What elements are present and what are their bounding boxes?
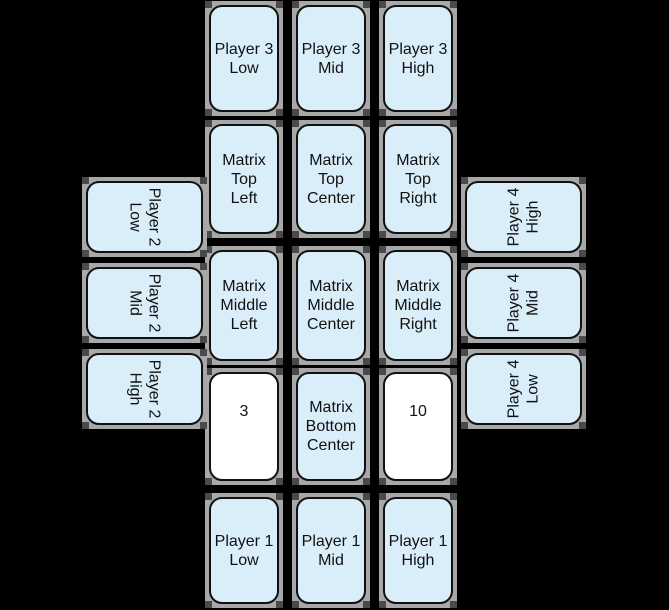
slot-player3-low: Player 3 Low (205, 1, 283, 116)
slot-matrix-top-left: Matrix Top Left (205, 120, 283, 238)
matrix-cell-label: Matrix Bottom Center (305, 399, 357, 454)
slot-matrix-middle-center: Matrix Middle Center (292, 246, 370, 365)
matrix-cell-top-right[interactable]: Matrix Top Right (383, 124, 453, 234)
slot-matrix-top-center: Matrix Top Center (292, 120, 370, 238)
matrix-cell-label: Matrix Top Left (222, 151, 266, 207)
card-player4-low[interactable]: Player 4 Low (465, 353, 582, 425)
card-player3-low[interactable]: Player 3 Low (209, 5, 279, 112)
played-card-bottom-right[interactable]: 10 (383, 372, 453, 481)
matrix-top-row: Matrix Top Left Matrix Top Center Matrix… (205, 120, 457, 238)
card-label: Player 4 Mid (505, 273, 542, 333)
card-player1-low[interactable]: Player 1 Low (209, 497, 279, 604)
card-label: Player 3 High (388, 40, 448, 77)
card-player4-high[interactable]: Player 4 High (465, 181, 582, 253)
slot-player4-mid: Player 4 Mid (461, 263, 586, 343)
card-player4-mid[interactable]: Player 4 Mid (465, 267, 582, 339)
matrix-cell-label: Matrix Top Center (306, 151, 356, 207)
matrix-cell-top-left[interactable]: Matrix Top Left (209, 124, 279, 234)
matrix-cell-bottom-center[interactable]: Matrix Bottom Center (296, 372, 366, 481)
slot-player1-low: Player 1 Low (205, 493, 283, 608)
slot-matrix-middle-right: Matrix Middle Right (379, 246, 457, 365)
matrix-cell-top-center[interactable]: Matrix Top Center (296, 124, 366, 234)
matrix-cell-label: Matrix Top Right (396, 151, 440, 207)
matrix-bottom-row: 3 Matrix Bottom Center 10 (205, 368, 457, 485)
player2-hand: Player 2 Low Player 2 Mid Player 2 High (82, 177, 207, 429)
card-label: Player 1 Mid (301, 532, 361, 569)
slot-player3-mid: Player 3 Mid (292, 1, 370, 116)
card-player1-high[interactable]: Player 1 High (383, 497, 453, 604)
slot-player3-high: Player 3 High (379, 1, 457, 116)
slot-player2-mid: Player 2 Mid (82, 263, 207, 343)
slot-player4-low: Player 4 Low (461, 349, 586, 429)
card-label: Player 4 High (505, 187, 542, 247)
slot-matrix-bottom-center: Matrix Bottom Center (292, 368, 370, 485)
player1-hand: Player 1 Low Player 1 Mid Player 1 High (205, 493, 457, 608)
slot-player1-high: Player 1 High (379, 493, 457, 608)
card-player1-mid[interactable]: Player 1 Mid (296, 497, 366, 604)
card-player2-mid[interactable]: Player 2 Mid (86, 267, 203, 339)
played-card-value: 3 (239, 403, 249, 420)
slot-matrix-bottom-right: 10 (379, 368, 457, 485)
slot-player1-mid: Player 1 Mid (292, 493, 370, 608)
card-label: Player 2 High (126, 359, 163, 419)
matrix-cell-middle-center[interactable]: Matrix Middle Center (296, 250, 366, 361)
card-player2-high[interactable]: Player 2 High (86, 353, 203, 425)
matrix-middle-row: Matrix Middle Left Matrix Middle Center … (205, 246, 457, 365)
slot-matrix-bottom-left: 3 (205, 368, 283, 485)
matrix-cell-label: Matrix Middle Right (394, 278, 442, 333)
card-player2-low[interactable]: Player 2 Low (86, 181, 203, 253)
slot-player2-high: Player 2 High (82, 349, 207, 429)
slot-matrix-top-right: Matrix Top Right (379, 120, 457, 238)
matrix-cell-label: Matrix Middle Center (306, 278, 356, 333)
played-card-bottom-left[interactable]: 3 (209, 372, 279, 481)
card-label: Player 2 Low (126, 187, 163, 247)
player3-hand: Player 3 Low Player 3 Mid Player 3 High (205, 1, 457, 116)
matrix-cell-middle-right[interactable]: Matrix Middle Right (383, 250, 453, 361)
card-label: Player 2 Mid (126, 273, 163, 333)
card-label: Player 3 Low (214, 40, 274, 77)
card-label: Player 3 Mid (301, 40, 361, 77)
card-label: Player 4 Low (505, 359, 542, 419)
matrix-cell-middle-left[interactable]: Matrix Middle Left (209, 250, 279, 361)
slot-matrix-middle-left: Matrix Middle Left (205, 246, 283, 365)
played-card-value: 10 (409, 403, 427, 420)
matrix-cell-label: Matrix Middle Left (220, 278, 268, 333)
card-player3-mid[interactable]: Player 3 Mid (296, 5, 366, 112)
card-label: Player 1 Low (214, 532, 274, 569)
card-player3-high[interactable]: Player 3 High (383, 5, 453, 112)
card-label: Player 1 High (388, 532, 448, 569)
slot-player2-low: Player 2 Low (82, 177, 207, 257)
slot-player4-high: Player 4 High (461, 177, 586, 257)
player4-hand: Player 4 High Player 4 Mid Player 4 Low (461, 177, 586, 429)
